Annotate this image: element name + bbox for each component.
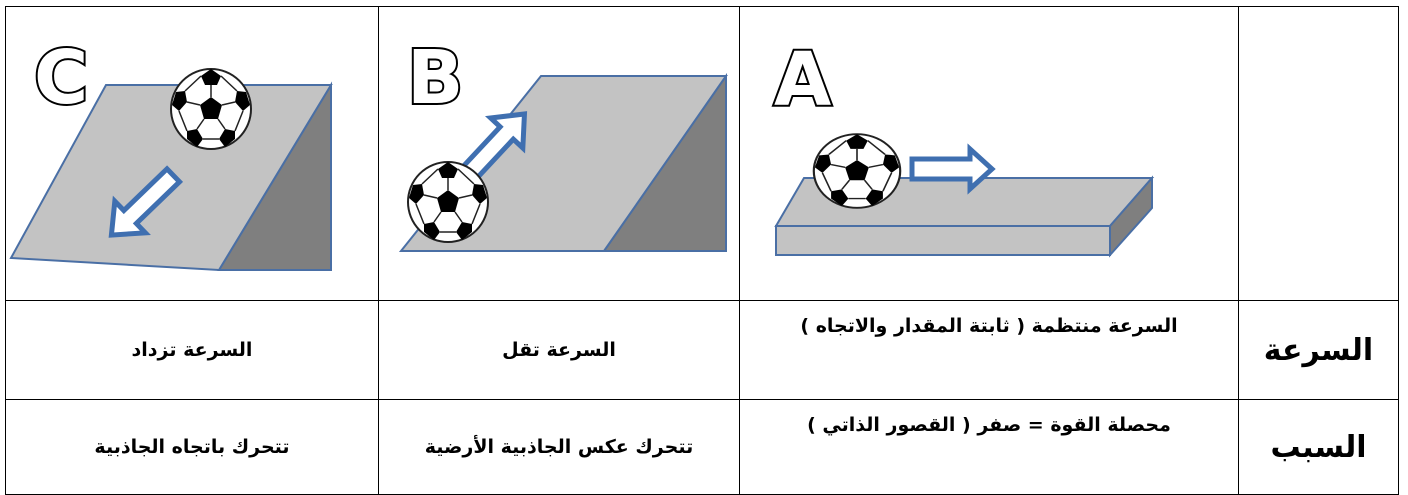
case-label-c: C	[34, 35, 88, 121]
speed-row-header: السرعة	[1238, 300, 1399, 400]
case-label-b: B	[407, 35, 463, 121]
speed-row: السرعة تزداد السرعة تقل السرعة منتظمة ( …	[5, 300, 1399, 400]
cause-row: تتحرك باتجاه الجاذبية تتحرك عكس الجاذبية…	[5, 399, 1399, 495]
header-corner-cell	[1238, 6, 1399, 301]
soccer-ball-icon	[812, 133, 902, 209]
image-row: C B	[5, 6, 1399, 301]
cause-row-header: السبب	[1238, 399, 1399, 495]
case-a-illustration: A	[772, 35, 1155, 258]
cause-c: تتحرك باتجاه الجاذبية	[5, 399, 379, 495]
arrow-icon	[909, 143, 996, 195]
arrow-icon	[459, 111, 528, 183]
speed-b: السرعة تقل	[378, 300, 740, 400]
cause-a: محصلة القوة = صفر ( القصور الذاتي )	[739, 399, 1239, 495]
speed-a: السرعة منتظمة ( ثابتة المقدار والاتجاه )	[739, 300, 1239, 400]
speed-c: السرعة تزداد	[5, 300, 379, 400]
case-c-illustration: C	[9, 33, 333, 272]
soccer-ball-icon	[170, 68, 252, 150]
case-b-illustration: B	[398, 33, 728, 252]
case-a-cell: A	[739, 6, 1239, 301]
soccer-ball-icon	[407, 161, 489, 243]
case-b-cell: B	[378, 6, 740, 301]
cause-b: تتحرك عكس الجاذبية الأرضية	[378, 399, 740, 495]
motion-table: C B	[5, 6, 1399, 495]
arrow-icon	[108, 165, 184, 238]
slab-front	[775, 225, 1111, 256]
case-c-cell: C	[5, 6, 379, 301]
case-label-a: A	[774, 37, 831, 123]
